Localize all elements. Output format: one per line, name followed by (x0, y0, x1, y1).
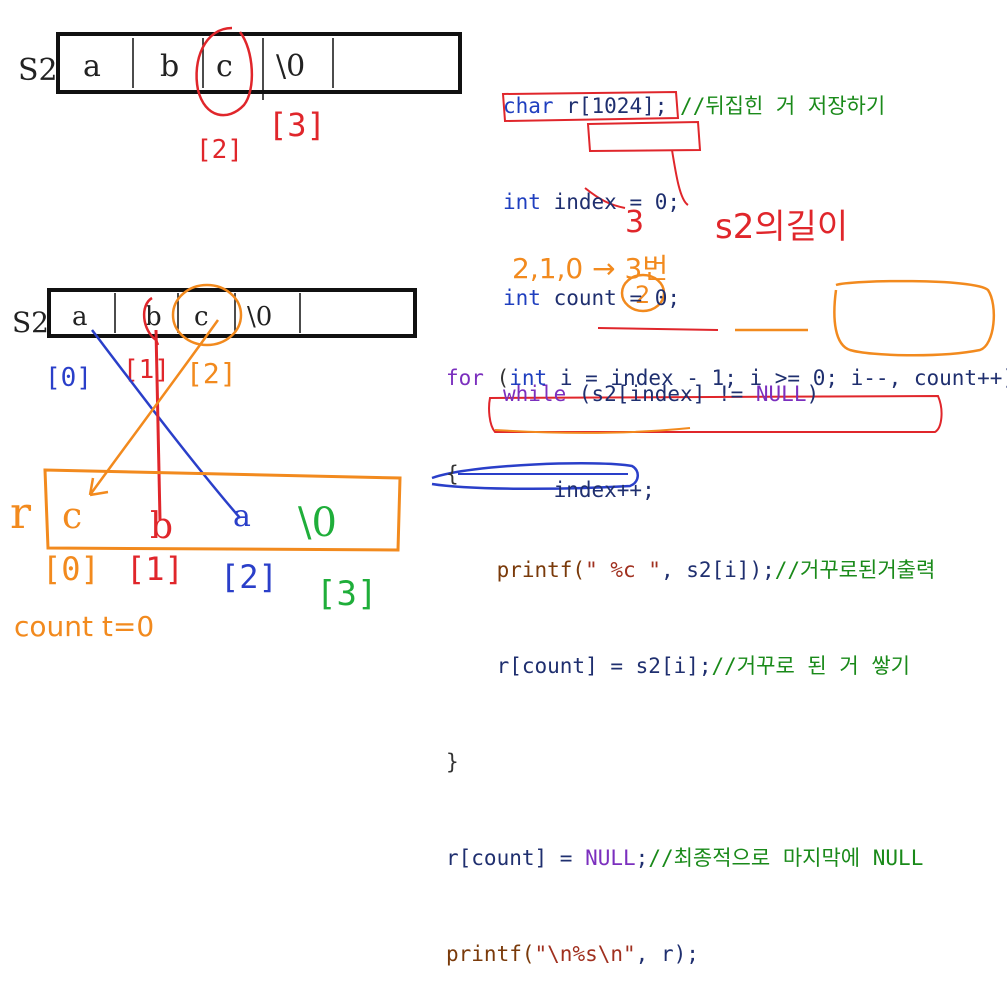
code-line-open-brace: { (446, 462, 459, 486)
top-cell-c: c (216, 49, 233, 84)
code-line-close-brace: } (446, 750, 459, 774)
s2-label-top: S2 (18, 53, 58, 88)
red-swoosh (584, 149, 689, 209)
r-idx-0: [0] (42, 550, 100, 588)
three-note: 3 (625, 205, 644, 240)
r-label: r (10, 488, 32, 539)
bottom-cell-a: a (72, 302, 88, 332)
loop-note: 2,1,0 → 3번 (512, 252, 668, 285)
drawing-canvas: a b c \0 S2 [2] [3] a b c \0 S2 [0] [1] … (10, 26, 995, 643)
code-line-null: r[count] = NULL;//최종적으로 마지막에 NULL (446, 846, 924, 870)
assign-box (488, 394, 943, 433)
orange-arrow (88, 319, 220, 497)
r-idx-2: [2] (220, 558, 278, 596)
index-underline (597, 327, 719, 331)
bottom-idx-2: [2] (186, 357, 237, 390)
bottom-cell-null: \0 (247, 302, 272, 332)
r-cell-c: c (62, 496, 82, 537)
code-line-count: int count = 0; (503, 286, 681, 310)
code-line-char: char r[1024]; //뒤집힌 거 저장하기 (503, 94, 886, 118)
s2-index-box (586, 120, 702, 153)
top-idx-2: [2] (196, 135, 243, 165)
code-line-index: int index = 0; (503, 190, 681, 214)
bottom-idx-0: [0] (45, 363, 92, 393)
s2-label-bottom: S2 (12, 306, 49, 339)
bottom-orange-circle (171, 283, 243, 347)
top-code-block: char r[1024]; //뒤집힌 거 저장하기 int index = 0… (503, 26, 885, 538)
code-line-printf2: printf("\n%s\n", r); (446, 942, 699, 966)
r-cell-null: \0 (298, 500, 337, 546)
bottom-cell-b: b (145, 302, 162, 332)
top-idx-3: [3] (268, 106, 326, 144)
length-note: s2의길이 (715, 207, 848, 247)
bottom-code-block: for (int i = index - 1; i >= 0; i--, cou… (446, 298, 1007, 1002)
r-array-box (43, 468, 402, 552)
bottom-cell-c: c (194, 302, 209, 332)
count-box (501, 90, 680, 123)
blue-arrow (91, 329, 241, 519)
two-circle (620, 273, 666, 313)
assign-underline (494, 427, 691, 434)
code-line-assign: r[count] = s2[i];//거꾸로 된 거 쌓기 (496, 654, 910, 678)
bottom-array (47, 288, 417, 338)
code-line-while: while (s2[index] != NULL) (503, 382, 820, 406)
code-line-increment: index++; (553, 478, 655, 502)
top-cell-a: a (83, 49, 101, 84)
code-line-printf1: printf(" %c ", s2[i]);//거꾸로된거출력 (496, 558, 936, 582)
count-note: count t=0 (14, 610, 154, 643)
red-arrow (154, 329, 162, 521)
r-cell-a: a (233, 499, 251, 534)
code-line-for: for (int i = index - 1; i >= 0; i--, cou… (446, 366, 1007, 390)
r-cell-b: b (150, 506, 173, 547)
top-array (56, 32, 462, 100)
null-line-box (431, 462, 639, 491)
top-red-circle (195, 26, 254, 117)
top-cell-null: \0 (276, 49, 305, 84)
two-circle-text: 2 (635, 281, 650, 309)
r-idx-1: [1] (126, 550, 184, 588)
r-idx-3: [3] (316, 574, 377, 614)
i-minus-box (833, 279, 995, 357)
top-cell-b: b (160, 49, 179, 84)
